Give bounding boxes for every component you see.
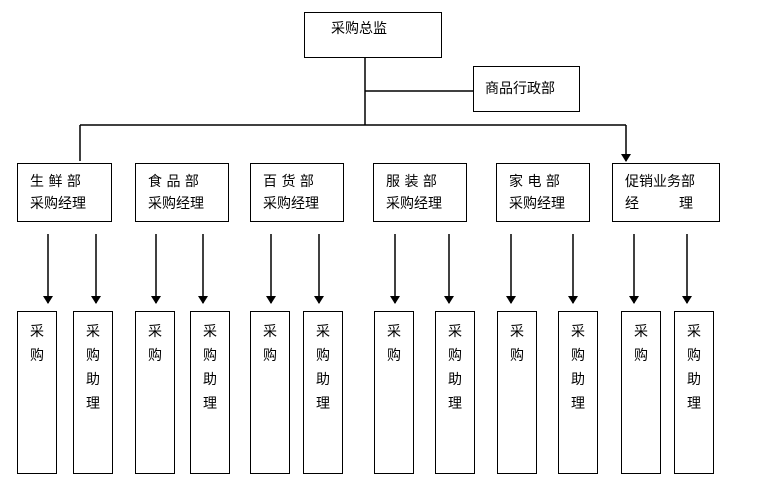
staff-label-char: 采 xyxy=(687,324,701,340)
purchaser-box: 采购 xyxy=(374,311,414,474)
department-box: 百 货 部采购经理 xyxy=(250,163,344,222)
staff-label-char: 理 xyxy=(571,396,585,412)
department-manager-title: 经 理 xyxy=(625,196,694,212)
staff-label-char: 购 xyxy=(687,348,701,364)
staff-label-char: 助 xyxy=(86,372,100,388)
purchaser-box: 采购 xyxy=(135,311,175,474)
staff-label-char: 采 xyxy=(571,324,585,340)
purchaser-box: 采购 xyxy=(17,311,57,474)
staff-label-char: 购 xyxy=(86,348,100,364)
department-name: 促销业务部 xyxy=(625,174,695,190)
staff-label-char: 助 xyxy=(571,372,585,388)
staff-label-char: 采 xyxy=(30,324,44,340)
staff-label-char: 购 xyxy=(510,348,524,364)
staff-label-char: 采 xyxy=(448,324,462,340)
staff-label-char: 助 xyxy=(316,372,330,388)
staff-label-char: 采 xyxy=(263,324,277,340)
staff-label-char: 采 xyxy=(387,324,401,340)
purchasing-assistant-box: 采购助理 xyxy=(435,311,475,474)
department-box: 服 装 部采购经理 xyxy=(373,163,467,222)
staff-label-char: 采 xyxy=(316,324,330,340)
purchaser-box: 采购 xyxy=(497,311,537,474)
department-manager-title: 采购经理 xyxy=(30,196,86,212)
department-name: 家 电 部 xyxy=(509,174,560,190)
staff-label-char: 助 xyxy=(687,372,701,388)
staff-label-char: 理 xyxy=(203,396,217,412)
staff-label-char: 助 xyxy=(448,372,462,388)
purchasing-assistant-box: 采购助理 xyxy=(674,311,714,474)
staff-label-char: 购 xyxy=(448,348,462,364)
staff-label-char: 购 xyxy=(571,348,585,364)
staff-label-char: 采 xyxy=(634,324,648,340)
purchasing-assistant-box: 采购助理 xyxy=(190,311,230,474)
department-box: 促销业务部经 理 xyxy=(612,163,720,222)
department-manager-title: 采购经理 xyxy=(148,196,204,212)
staff-label-char: 购 xyxy=(387,348,401,364)
department-box: 家 电 部采购经理 xyxy=(496,163,590,222)
staff-label-char: 购 xyxy=(263,348,277,364)
purchasing-assistant-box: 采购助理 xyxy=(558,311,598,474)
staff-label-char: 理 xyxy=(316,396,330,412)
staff-label-char: 采 xyxy=(510,324,524,340)
department-manager-title: 采购经理 xyxy=(386,196,442,212)
staff-label-char: 助 xyxy=(203,372,217,388)
staff-label-char: 采 xyxy=(203,324,217,340)
purchaser-box: 采购 xyxy=(621,311,661,474)
merchandise-admin-box: 商品行政部 xyxy=(473,66,580,112)
merchandise-admin-label: 商品行政部 xyxy=(485,81,555,97)
purchasing-assistant-box: 采购助理 xyxy=(73,311,113,474)
staff-label-char: 购 xyxy=(316,348,330,364)
staff-label-char: 购 xyxy=(30,348,44,364)
department-name: 生 鲜 部 xyxy=(30,174,81,190)
department-name: 百 货 部 xyxy=(263,174,314,190)
staff-label-char: 理 xyxy=(448,396,462,412)
department-name: 食 品 部 xyxy=(148,174,199,190)
department-box: 食 品 部采购经理 xyxy=(135,163,229,222)
department-manager-title: 采购经理 xyxy=(263,196,319,212)
purchasing-director-label: 采购总监 xyxy=(331,21,387,37)
staff-label-char: 采 xyxy=(148,324,162,340)
staff-label-char: 购 xyxy=(203,348,217,364)
purchasing-director-box: 采购总监 xyxy=(304,12,442,58)
staff-label-char: 采 xyxy=(86,324,100,340)
department-name: 服 装 部 xyxy=(386,174,437,190)
staff-label-char: 理 xyxy=(687,396,701,412)
department-box: 生 鲜 部采购经理 xyxy=(17,163,112,222)
staff-label-char: 购 xyxy=(148,348,162,364)
staff-label-char: 购 xyxy=(634,348,648,364)
purchasing-assistant-box: 采购助理 xyxy=(303,311,343,474)
purchaser-box: 采购 xyxy=(250,311,290,474)
department-manager-title: 采购经理 xyxy=(509,196,565,212)
staff-label-char: 理 xyxy=(86,396,100,412)
